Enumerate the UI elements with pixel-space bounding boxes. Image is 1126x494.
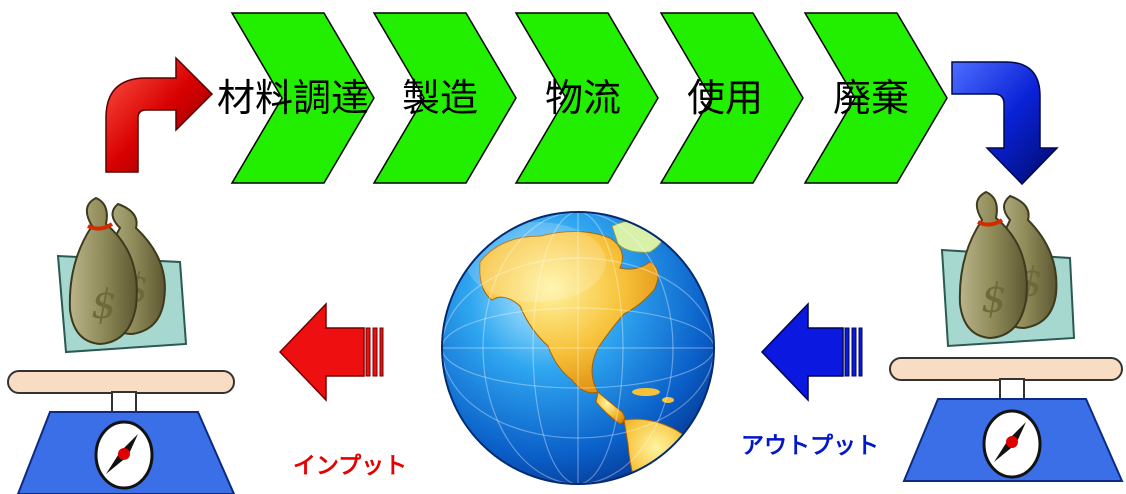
blue-left-arrow [760,302,863,402]
blue-curved-down-arrow [951,61,1059,186]
red-curved-up-arrow [105,56,214,173]
stage-label-1: 材料調達 [217,76,369,120]
stage-chevron-2 [372,12,517,184]
scale-beam [7,370,235,394]
input-label: インプット [293,453,407,479]
globe-icon [441,211,715,485]
stage-chevron-4 [659,12,804,184]
left-balance-scale: $ $ [7,196,236,494]
money-symbol: $ [91,282,116,328]
stage-chevron-3 [514,12,659,184]
money-symbol: $ [981,276,1006,322]
stage-chevron-1 [230,12,375,184]
balance-scale-icon: $ $ [7,196,236,494]
money-bag-icon: $ $ [68,196,166,346]
right-balance-scale: $ $ [889,190,1124,482]
output-label: アウトプット [741,433,879,459]
balance-scale-icon: $ $ [889,190,1124,482]
scale-beam [889,357,1123,381]
money-bag-icon: $ $ [958,190,1058,340]
stage-label-3: 物流 [545,76,621,120]
stage-label-4: 使用 [687,76,763,120]
red-left-arrow [278,302,384,402]
stage-label-5: 廃棄 [833,76,909,120]
stage-label-2: 製造 [402,76,478,120]
stage-chevron-5 [803,12,948,184]
stage-chevrons: 材料調達 製造 物流 使用 廃棄 [217,12,948,184]
